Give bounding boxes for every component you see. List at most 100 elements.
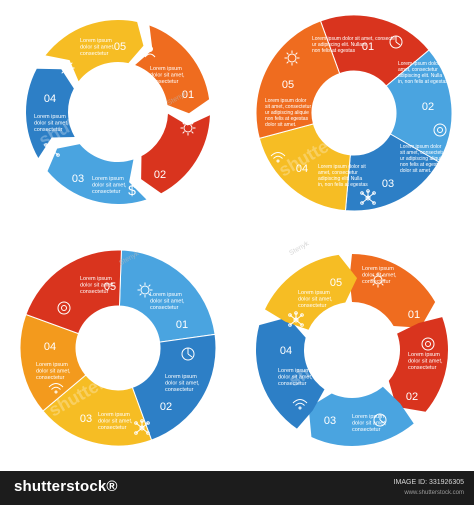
- segment-orange: [135, 25, 210, 114]
- icon-shape: [61, 71, 64, 74]
- segment-light-blue: [47, 144, 147, 204]
- step-number-04: 04: [296, 163, 308, 175]
- watermark-text: shutterstock: [175, 209, 279, 281]
- segment-blue: [25, 68, 75, 158]
- network-icon: [134, 419, 150, 435]
- icon-shape: [437, 127, 443, 133]
- icon-shape: [56, 143, 60, 147]
- step-number-02: 02: [160, 401, 172, 413]
- footer-bar: shutterstock® IMAGE ID: 331926305 www.sh…: [0, 471, 474, 505]
- icon-shape: [57, 301, 71, 315]
- icon-shape: [288, 313, 292, 317]
- step-number-02: 02: [154, 169, 166, 181]
- footer-image-id: IMAGE ID: 331926305: [393, 479, 464, 486]
- icon-shape: [148, 293, 151, 296]
- step-number-02: 02: [422, 101, 434, 113]
- segment-red: [25, 249, 122, 335]
- icon-shape: [61, 62, 64, 65]
- step-number-05: 05: [330, 277, 342, 289]
- icon-shape: [395, 36, 401, 46]
- segment-red: [141, 113, 210, 194]
- sun-icon: [284, 50, 300, 66]
- dollar-icon: $: [128, 182, 136, 198]
- clock-icon: [373, 413, 387, 427]
- icon-shape: [140, 419, 144, 423]
- segment-blue: [256, 317, 325, 429]
- icon-shape: [381, 274, 384, 277]
- icon-shape: [54, 390, 58, 394]
- icon-shape: [146, 431, 150, 435]
- icon-shape: [147, 46, 153, 52]
- gear-icon: [137, 282, 153, 298]
- icon-shape: [134, 421, 138, 425]
- icon-shape: [379, 414, 385, 424]
- segment-orange: [349, 254, 436, 328]
- icon-shape: [144, 53, 156, 58]
- at-icon: [57, 301, 71, 315]
- gear-icon: [370, 272, 386, 288]
- step-number-03: 03: [382, 178, 394, 190]
- step-number-03: 03: [72, 173, 84, 185]
- icon-shape: [372, 274, 375, 277]
- footer-brand: shutterstock®: [14, 478, 118, 495]
- icon-shape: [300, 313, 304, 317]
- icon-shape: [288, 323, 292, 327]
- icon-shape: [381, 283, 384, 286]
- segment-blue: [131, 333, 217, 441]
- pie-icon: [389, 35, 403, 49]
- segment-light-blue: [308, 386, 414, 446]
- icon-shape: [360, 201, 364, 205]
- wifi-icon: [48, 383, 64, 394]
- segment-yellow: [42, 374, 153, 447]
- wifi-icon: [292, 399, 308, 410]
- icon-shape: [183, 123, 193, 133]
- icon-shape: [56, 153, 60, 157]
- icon-shape: [372, 191, 376, 195]
- segment-light-blue: [118, 249, 216, 343]
- icon-shape: [373, 275, 383, 285]
- icon-shape: [62, 63, 72, 73]
- icon-shape: [44, 153, 48, 157]
- step-number-01: 01: [408, 309, 420, 321]
- at-icon: [433, 123, 447, 137]
- icon-shape: [148, 284, 151, 287]
- sun-icon: [59, 60, 75, 76]
- step-number-02: 02: [406, 391, 418, 403]
- icon-shape: [61, 305, 67, 311]
- icon-shape: [300, 323, 304, 327]
- icon-shape: [182, 131, 185, 134]
- people-icon: [144, 46, 156, 58]
- icon-shape: [50, 141, 54, 145]
- icon-shape: [425, 341, 431, 347]
- network-icon: [44, 141, 60, 157]
- icon-shape: [421, 337, 435, 351]
- icon-shape: [44, 143, 48, 147]
- step-number-01: 01: [362, 41, 374, 53]
- icon-shape: [286, 61, 289, 64]
- dollar-glyph: $: [128, 182, 136, 198]
- clock-icon: [181, 347, 195, 361]
- icon-shape: [372, 283, 375, 286]
- icon-shape: [295, 52, 298, 55]
- at-icon: [421, 337, 435, 351]
- footer-site: www.shutterstock.com: [404, 490, 464, 496]
- icon-shape: [360, 191, 364, 195]
- segment-orange: [255, 20, 341, 139]
